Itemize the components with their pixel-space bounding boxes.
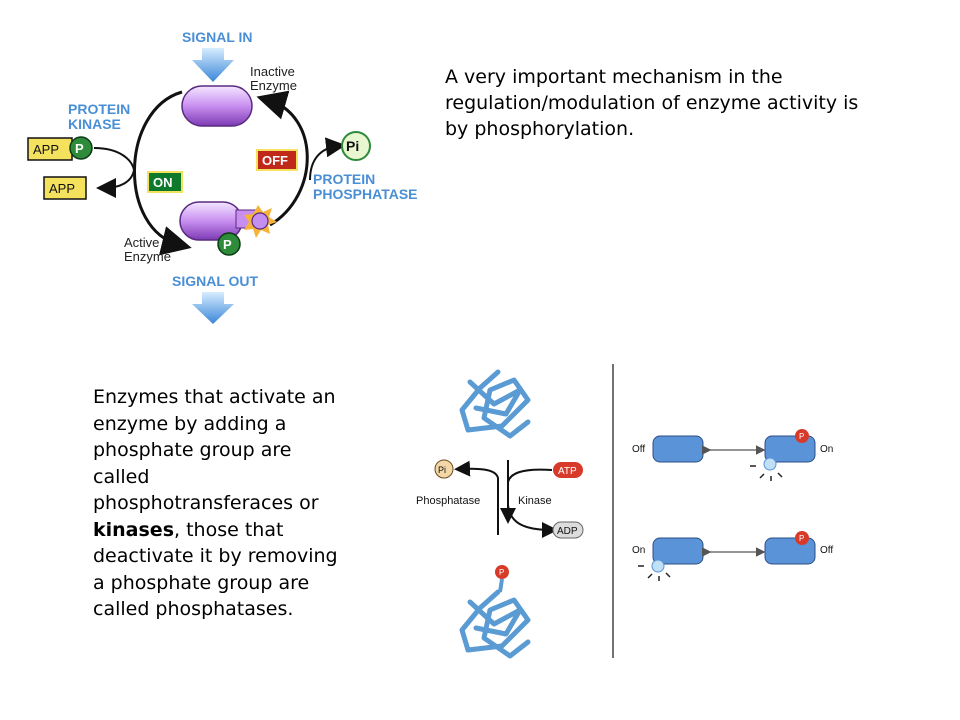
atp-input-curve [507, 468, 553, 483]
active-site-ball [251, 212, 269, 230]
app-phosphate-label: P [75, 141, 84, 156]
app-p-label: APP [33, 142, 59, 157]
protein-chain-unphosphorylated [459, 369, 531, 439]
phosphorylation-schematic: Pi Phosphatase Kinase ATP ADP P Off P On… [416, 364, 833, 659]
signal-out-label: SIGNAL OUT [172, 273, 259, 289]
row1-active-site [763, 457, 777, 471]
phosphatase-output-arrow [309, 137, 346, 181]
row1-enzyme-off [652, 435, 704, 463]
deactivation-arc [256, 90, 309, 227]
off-badge-label: OFF [262, 153, 288, 168]
app-label: APP [49, 181, 75, 196]
bottom-protein-phosphate-link [498, 578, 504, 593]
protein-kinase-label-line2: KINASE [68, 116, 121, 132]
on-badge [147, 171, 183, 193]
row2-active-site [651, 559, 665, 573]
signal-in-label: SIGNAL IN [182, 29, 253, 45]
active-enzyme-label-line1: Active [124, 235, 159, 250]
body-text-after: , those that deactivate it by removing a… [93, 518, 338, 621]
signal-out-arrow [192, 292, 234, 324]
body-text-before: Enzymes that activate an enzyme by addin… [93, 386, 336, 514]
adp-output-curve [507, 504, 558, 538]
bottom-protein-phosphate [495, 565, 509, 579]
row1-right-label: On [820, 444, 833, 455]
row1-phosphate-label: P [799, 432, 804, 441]
inactive-enzyme-label-line1: Inactive [250, 64, 295, 79]
pi-circle-label: Pi [438, 465, 446, 475]
pi-circle [434, 459, 454, 479]
row1-activity-burst-icon [750, 465, 783, 481]
pi-badge [341, 131, 371, 161]
active-enzyme-label-line2: Enzyme [124, 249, 171, 264]
phosphorylation-cycle-diagram: SIGNAL IN Inactive Enzyme P Active Enzym… [27, 29, 418, 324]
row2-activity-burst-icon [638, 565, 671, 581]
signal-in-arrow [192, 48, 234, 82]
adp-label: ADP [557, 526, 578, 537]
phosphatase-label: Phosphatase [416, 495, 480, 507]
phosphatase-arrow [454, 460, 499, 535]
row2-left-label: On [632, 545, 645, 556]
inactive-enzyme [181, 85, 253, 127]
off-badge [256, 149, 298, 171]
atp-label: ATP [558, 466, 577, 477]
body-text-kinases: kinases [93, 518, 175, 541]
protein-phosphatase-label-line1: PROTEIN [313, 171, 375, 187]
row2-phosphate [795, 531, 809, 545]
enzyme-phosphate-badge [217, 232, 241, 256]
pi-badge-label: Pi [346, 138, 359, 154]
app-phosphate-badge [69, 136, 93, 160]
kinase-label: Kinase [518, 495, 552, 507]
atp-pill [553, 462, 583, 478]
adp-pill [552, 521, 584, 539]
protein-chain-phosphorylated [459, 589, 531, 659]
intro-paragraph: A very important mechanism in the regula… [445, 66, 859, 140]
app-box [43, 176, 87, 200]
protein-phosphatase-label-line2: PHOSPHATASE [313, 186, 418, 202]
row1-phosphate [795, 429, 809, 443]
kinase-phosphatase-paragraph: Enzymes that activate an enzyme by addin… [93, 384, 343, 623]
on-badge-label: ON [153, 175, 173, 190]
enzyme-phosphate-label: P [223, 237, 232, 252]
activation-arc [133, 90, 192, 256]
bottom-protein-phosphate-label: P [499, 568, 504, 577]
inactive-enzyme-label-line2: Enzyme [250, 78, 297, 93]
kinase-input-arrow [93, 147, 136, 198]
row1-left-label: Off [632, 444, 645, 455]
protein-kinase-label-line1: PROTEIN [68, 101, 130, 117]
row2-right-label: Off [820, 545, 833, 556]
row2-phosphate-label: P [799, 534, 804, 543]
